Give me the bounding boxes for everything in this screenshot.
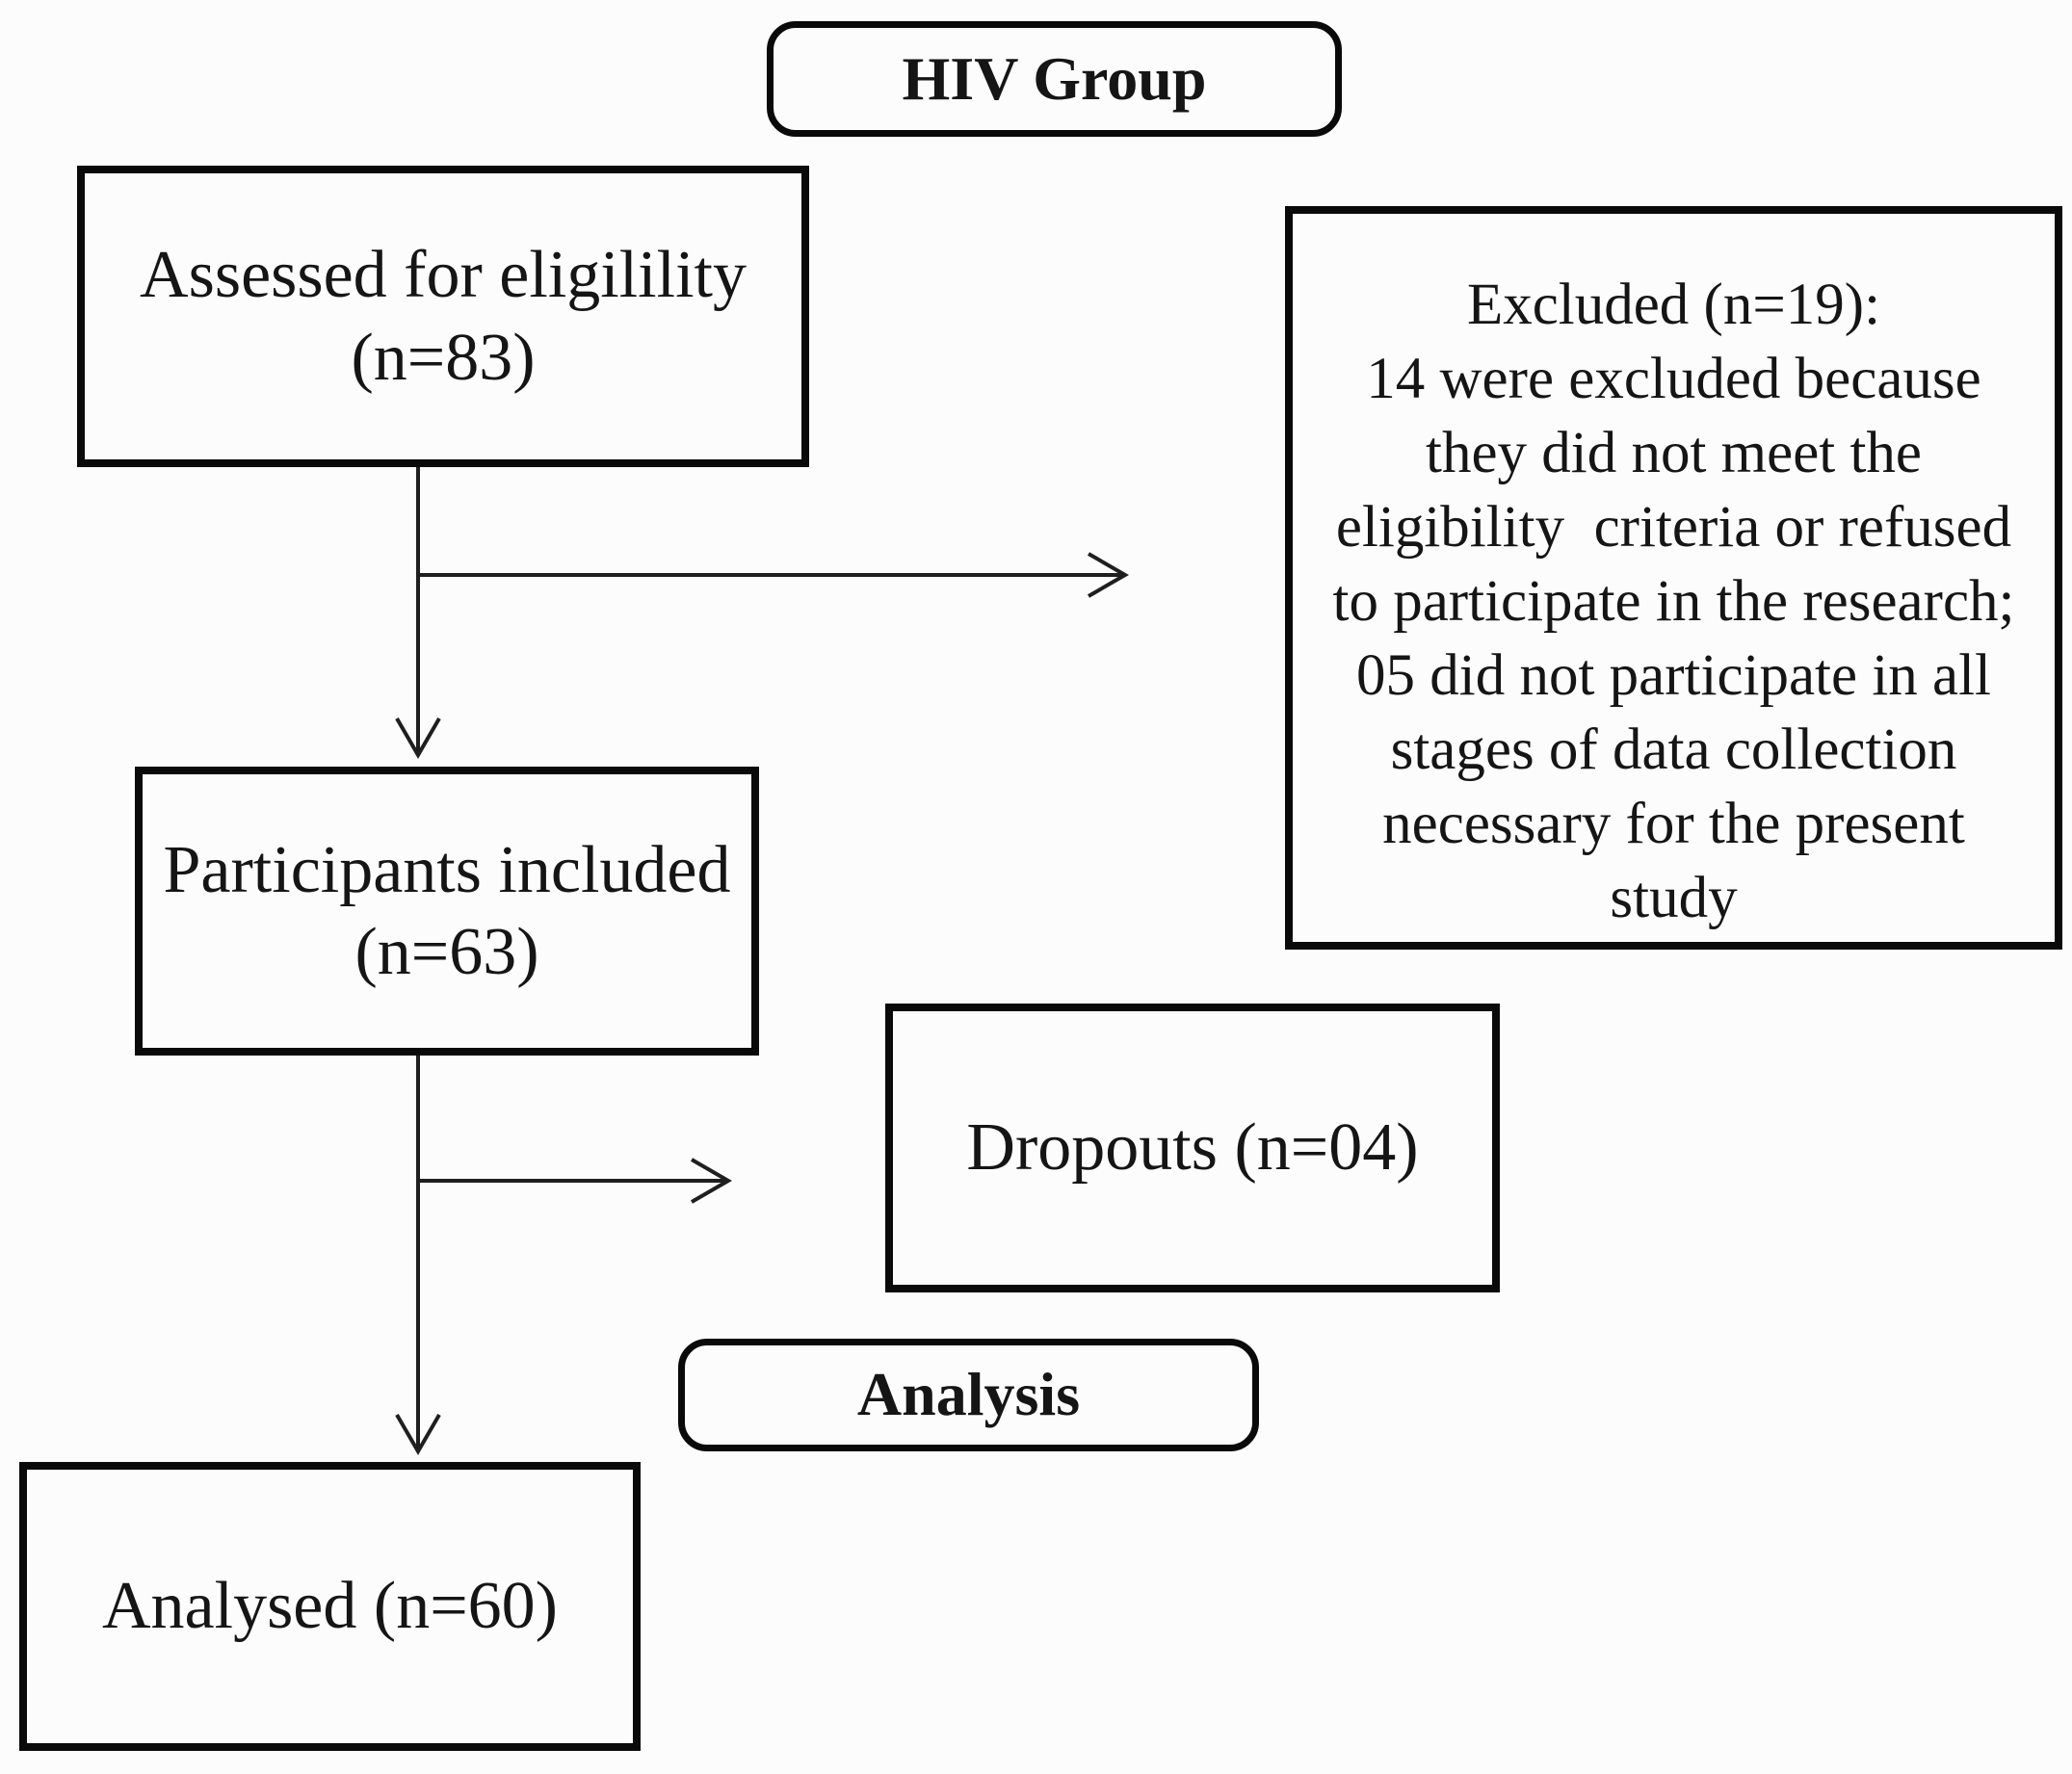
participants-count: (n=63)	[354, 915, 539, 989]
arrow-assessed-to-excluded-icon	[418, 552, 1129, 598]
excluded-line: eligibility criteria or refused	[1335, 495, 2012, 560]
analysed-box: Analysed (n=60)	[19, 1462, 641, 1751]
participants-included-box: Participants included (n=63)	[135, 767, 759, 1056]
hiv-group-header: HIV Group	[767, 21, 1342, 137]
assessed-for-eligibility-box: Assessed for eligilility (n=83)	[77, 166, 809, 467]
excluded-box: Excluded (n=19): 14 were excluded becaus…	[1285, 206, 2062, 950]
assessed-count: (n=83)	[351, 320, 536, 395]
excluded-line: study	[1610, 866, 1738, 930]
analysis-section-header: Analysis	[678, 1339, 1259, 1451]
analysed-label: Analysed (n=60)	[102, 1569, 558, 1644]
excluded-line: 14 were excluded because	[1366, 347, 1981, 411]
dropouts-label: Dropouts (n=04)	[966, 1110, 1419, 1186]
excluded-line: necessary for the present	[1382, 792, 1965, 856]
analysis-section-label: Analysis	[856, 1360, 1081, 1429]
excluded-line: stages of data collection	[1390, 717, 1957, 782]
arrow-participants-to-dropouts-icon	[418, 1158, 732, 1204]
participants-title: Participants included	[163, 832, 731, 907]
dropouts-box: Dropouts (n=04)	[885, 1004, 1500, 1292]
excluded-line: 05 did not participate in all	[1356, 643, 1991, 708]
hiv-group-header-label: HIV Group	[902, 43, 1207, 113]
excluded-line: they did not meet the	[1426, 421, 1922, 485]
excluded-line: Excluded (n=19):	[1466, 273, 1881, 337]
excluded-line: to participate in the research;	[1332, 569, 2015, 634]
arrow-assessed-to-participants-icon	[395, 467, 441, 759]
arrow-participants-to-analysed-icon	[395, 1056, 441, 1455]
assessed-title: Assessed for eligilility	[140, 238, 747, 313]
